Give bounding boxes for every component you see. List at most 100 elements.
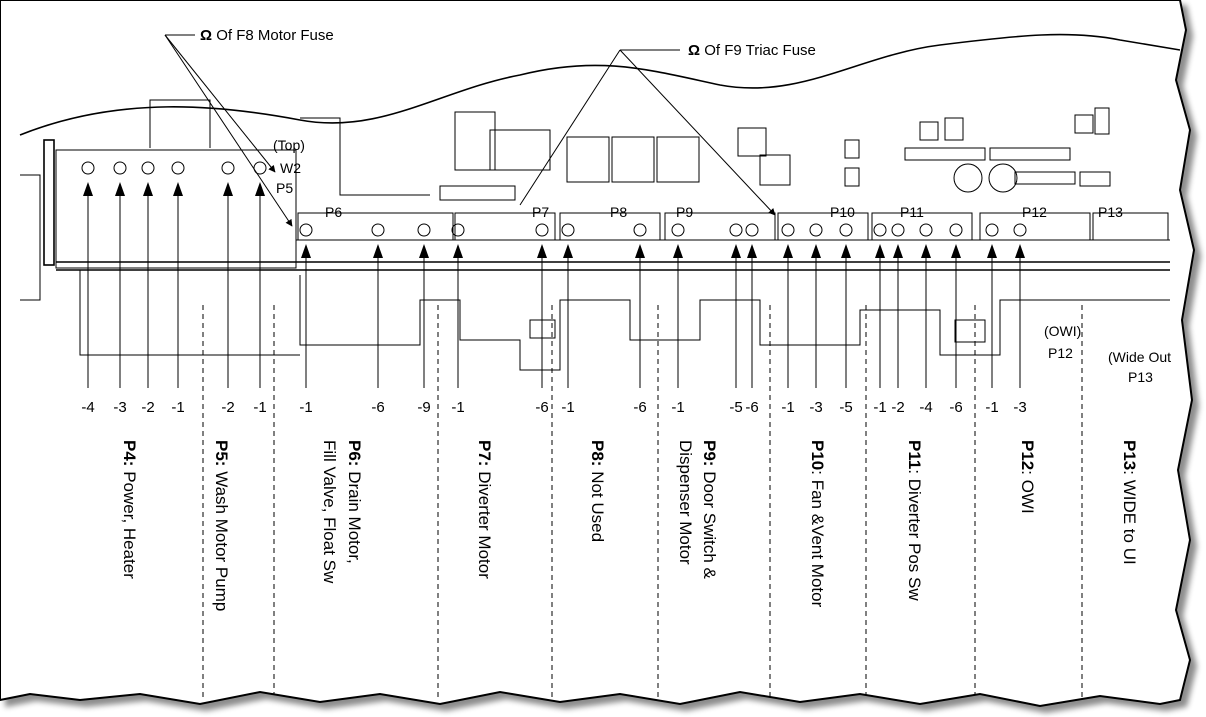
- pin-arrow: [841, 244, 851, 258]
- terminal-post: [141, 161, 155, 175]
- connector-id: P5:: [212, 440, 231, 466]
- pin-number: -5: [729, 399, 742, 416]
- f9-callout-text: Of F9 Triac Fuse: [704, 42, 816, 59]
- pin-arrow: [811, 244, 821, 258]
- connector-description: P5: Wash Motor Pump: [212, 440, 231, 611]
- terminal-post: [633, 223, 647, 237]
- terminal-post: [299, 223, 313, 237]
- pin-arrow: [537, 244, 547, 258]
- w2-label: W2: [280, 160, 301, 176]
- connector-label: P6: [325, 204, 342, 220]
- connector-label: P12: [1022, 204, 1047, 220]
- pin-number: -2: [141, 399, 154, 416]
- pin-arrow: [143, 182, 153, 196]
- connector-description: P8: Not Used: [588, 440, 607, 542]
- connector-description: P12: OWI: [1018, 440, 1037, 514]
- pin-number: -6: [535, 399, 548, 416]
- connector-id: P12: [1018, 440, 1037, 470]
- pin-number: -6: [633, 399, 646, 416]
- group-dividers: [202, 305, 1083, 700]
- connector-function: Not Used: [588, 466, 607, 542]
- ohm-symbol-f8: Ω: [200, 27, 212, 44]
- pin-number: -1: [299, 399, 312, 416]
- connector-function: : Diverter Pos Sw: [905, 469, 924, 601]
- terminal-post: [221, 161, 235, 175]
- terminal-post: [781, 223, 795, 237]
- pin-arrow: [783, 244, 793, 258]
- pin-number: -4: [81, 399, 94, 416]
- connector-description: P4: Power, Heater: [120, 440, 139, 579]
- pin-arrow: [419, 244, 429, 258]
- connector-label: P10: [830, 204, 855, 220]
- pin-number: -1: [985, 399, 998, 416]
- pin-number: -5: [839, 399, 852, 416]
- connector-id: P7:: [475, 440, 494, 466]
- pin-arrow: [255, 182, 265, 196]
- pin-arrow: [673, 244, 683, 258]
- terminal-post: [809, 223, 823, 237]
- connector-description-line2: Fill Valve, Float Sw: [320, 440, 339, 584]
- connector-function: Power, Heater: [120, 466, 139, 579]
- pin-arrow: [1015, 244, 1025, 258]
- connector-id: P13: [1120, 440, 1139, 470]
- connector-id: P10: [808, 440, 827, 470]
- wide-p13-label: P13: [1128, 369, 1153, 385]
- pin-number: -2: [221, 399, 234, 416]
- pin-number: -6: [745, 399, 758, 416]
- pin-number: -1: [253, 399, 266, 416]
- connector-label: P13: [1098, 204, 1123, 220]
- connector-label: P9: [676, 204, 693, 220]
- wide-out-label: (Wide Out: [1108, 349, 1171, 365]
- pin-number: -3: [1013, 399, 1026, 416]
- pin-arrow: [893, 244, 903, 258]
- terminal-post: [371, 223, 385, 237]
- top-label: (Top): [273, 137, 305, 153]
- callout-f8: Ω Of F8 Motor Fuse: [164, 27, 334, 227]
- pin-number: -6: [949, 399, 962, 416]
- pin-number: -9: [417, 399, 430, 416]
- pin-arrow: [83, 182, 93, 196]
- terminal-post: [873, 223, 887, 237]
- connector-description: P6: Drain Motor,: [345, 440, 364, 564]
- pin-number: -1: [781, 399, 794, 416]
- pin-arrow: [115, 182, 125, 196]
- connector-function: Wash Motor Pump: [212, 466, 231, 611]
- pin-arrow: [635, 244, 645, 258]
- terminal-post: [919, 223, 933, 237]
- f8-callout-text: Of F8 Motor Fuse: [216, 27, 334, 44]
- connector-description: P9: Door Switch &: [700, 440, 719, 580]
- terminal-post: [891, 223, 905, 237]
- connector-id: P9:: [700, 440, 719, 466]
- terminal-post: [985, 223, 999, 237]
- terminal-post: [561, 223, 575, 237]
- terminal-post: [839, 223, 853, 237]
- harness-outline: [79, 270, 1170, 371]
- terminal-post: [171, 161, 185, 175]
- pin-arrow: [987, 244, 997, 258]
- connector-description: P10: Fan &Vent Motor: [808, 440, 827, 608]
- connector-description-line2: Dispenser Motor: [676, 440, 695, 565]
- pin-number: -1: [451, 399, 464, 416]
- pin-number: -2: [891, 399, 904, 416]
- connector-label: P11: [900, 204, 924, 220]
- connector-id: P8:: [588, 440, 607, 466]
- board-outline: [19, 33, 1181, 136]
- terminal-post: [745, 223, 759, 237]
- pin-arrow: [173, 182, 183, 196]
- pin-arrow: [731, 244, 741, 258]
- p5-board-label: P5: [276, 180, 293, 196]
- pin-number: -4: [919, 399, 932, 416]
- pin-number: -1: [561, 399, 574, 416]
- pin-number: -3: [809, 399, 822, 416]
- connector-id: P6:: [345, 440, 364, 466]
- owi-p12-label: P12: [1048, 345, 1073, 361]
- pin-arrow: [301, 244, 311, 258]
- connector-function: : Fan &Vent Motor: [808, 470, 827, 607]
- connector-function: Door Switch &: [700, 466, 719, 579]
- terminal-post: [417, 223, 431, 237]
- terminal-post: [949, 223, 963, 237]
- terminal-post: [81, 161, 95, 175]
- connector-label: P7: [532, 204, 549, 220]
